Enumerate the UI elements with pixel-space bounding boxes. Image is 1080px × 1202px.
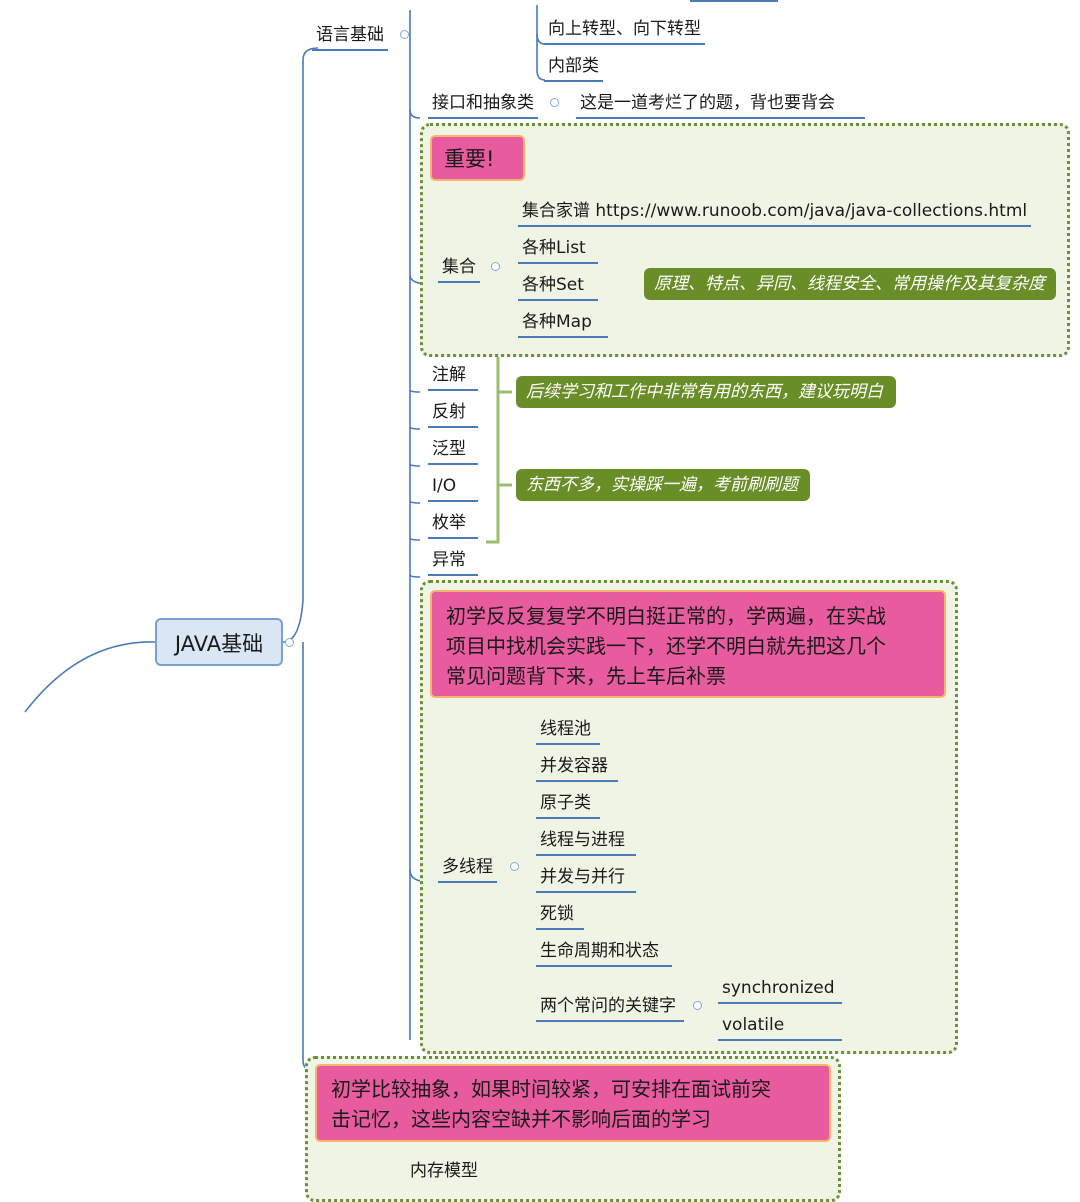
concurrent-container-node[interactable]: 并发容器 — [536, 755, 618, 782]
volatile-node[interactable]: volatile — [718, 1014, 842, 1041]
callout-line: 击记忆，这些内容空缺并不影响后面的学习 — [331, 1107, 711, 1131]
lifecycle-node[interactable]: 生命周期和状态 — [536, 940, 672, 967]
annotation-node[interactable]: 注解 — [428, 364, 478, 391]
collapse-icon[interactable] — [400, 30, 409, 39]
multithread-node[interactable]: 多线程 — [438, 856, 497, 883]
set-node[interactable]: 各种Set — [518, 274, 598, 301]
concurrency-parallel-node[interactable]: 并发与并行 — [536, 866, 636, 893]
collapse-icon[interactable] — [510, 862, 519, 871]
list-node[interactable]: 各种List — [518, 237, 598, 264]
collections-note[interactable]: 原理、特点、异同、线程安全、常用操作及其复杂度 — [644, 268, 1056, 300]
enum-node[interactable]: 枚举 — [428, 512, 478, 539]
collapse-icon[interactable] — [491, 262, 500, 271]
language-basics-node[interactable]: 语言基础 — [312, 24, 388, 51]
generics-node[interactable]: 泛型 — [428, 438, 478, 465]
root-node[interactable]: JAVA基础 — [155, 618, 283, 666]
io-node[interactable]: I/O — [428, 475, 478, 502]
collections-group — [420, 123, 1070, 357]
exception-node[interactable]: 异常 — [428, 549, 478, 576]
collections-node[interactable]: 集合 — [438, 256, 480, 283]
misc-note-1[interactable]: 后续学习和工作中非常有用的东西，建议玩明白 — [516, 376, 896, 408]
collections-family-node[interactable]: 集合家谱 https://www.runoob.com/java/java-co… — [518, 200, 1032, 227]
misc-note-2[interactable]: 东西不多，实操踩一遍，考前刷刷题 — [516, 469, 810, 501]
keywords-node[interactable]: 两个常问的关键字 — [536, 995, 684, 1022]
callout-line: 项目中找机会实践一下，还学不明白就先把这几个 — [446, 634, 886, 658]
deadlock-node[interactable]: 死锁 — [536, 903, 584, 930]
callout-line: 初学比较抽象，如果时间较紧，可安排在面试前突 — [331, 1077, 771, 1101]
memory-model-callout[interactable]: 初学比较抽象，如果时间较紧，可安排在面试前突 击记忆，这些内容空缺并不影响后面的… — [315, 1064, 831, 1142]
thread-pool-node[interactable]: 线程池 — [536, 718, 600, 745]
multithread-callout[interactable]: 初学反反复复学不明白挺正常的，学两遍，在实战 项目中找机会实践一下，还学不明白就… — [430, 590, 946, 698]
callout-line: 常见问题背下来，先上车后补票 — [446, 664, 726, 688]
collapse-icon[interactable] — [693, 1001, 702, 1010]
synchronized-node[interactable]: synchronized — [718, 977, 842, 1004]
inner-class-node[interactable]: 内部类 — [544, 55, 603, 82]
interface-note-node[interactable]: 这是一道考烂了的题，背也要背会 — [576, 92, 865, 119]
collapse-icon[interactable] — [285, 638, 294, 647]
map-node[interactable]: 各种Map — [518, 311, 608, 338]
callout-line: 初学反反复复学不明白挺正常的，学两遍，在实战 — [446, 604, 886, 628]
interface-abstract-node[interactable]: 接口和抽象类 — [428, 92, 538, 119]
upcast-downcast-node[interactable]: 向上转型、向下转型 — [544, 18, 705, 45]
partial-node-underline — [690, 0, 778, 2]
memory-model-node[interactable]: 内存模型 — [410, 1161, 478, 1181]
important-callout[interactable]: 重要! — [430, 135, 525, 181]
thread-process-node[interactable]: 线程与进程 — [536, 829, 636, 856]
atomic-class-node[interactable]: 原子类 — [536, 792, 600, 819]
collapse-icon[interactable] — [550, 98, 559, 107]
reflection-node[interactable]: 反射 — [428, 401, 478, 428]
